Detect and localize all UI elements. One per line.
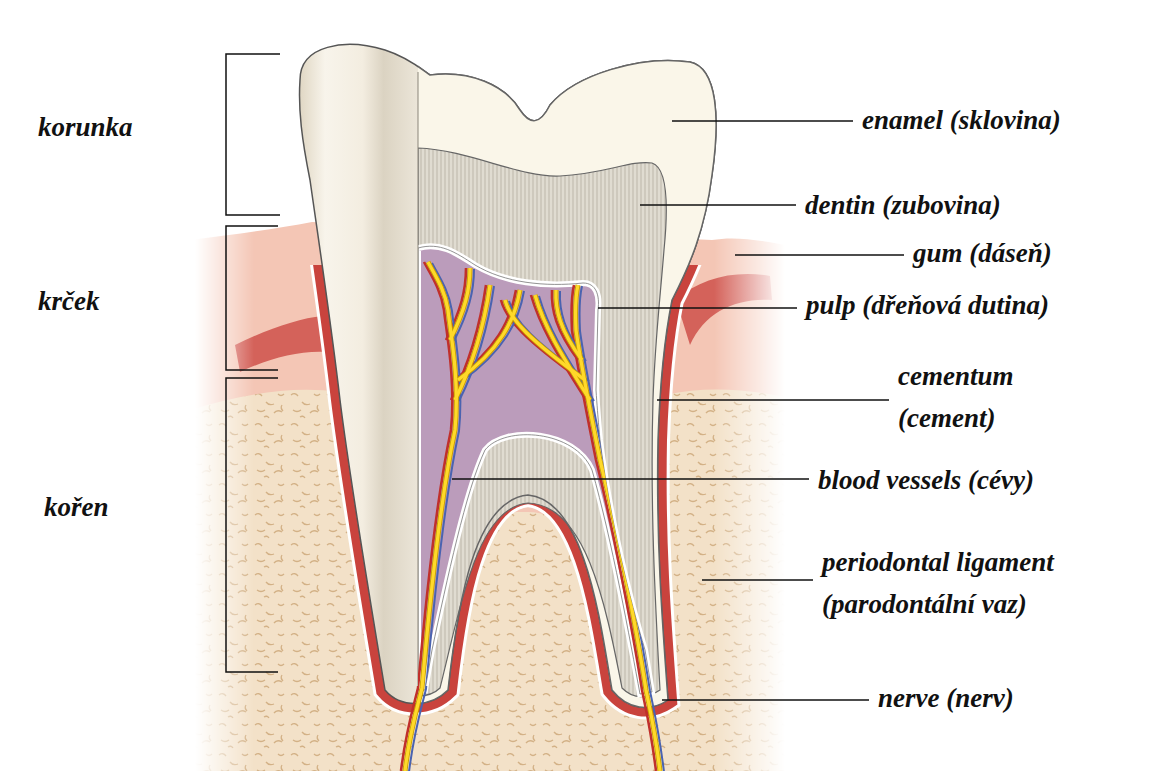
leader-line (702, 579, 813, 581)
part-label: cementum (cement) (898, 356, 1073, 440)
bracket (226, 54, 280, 215)
leader-line (598, 307, 797, 309)
leader-line (662, 699, 869, 701)
part-label: blood vessels (cévy) (818, 460, 1034, 502)
leader-line (657, 399, 889, 401)
leader-line (672, 120, 853, 122)
vessels-and-nerves (401, 262, 664, 771)
part-label: gum (dáseň) (913, 233, 1052, 275)
leader-line (735, 254, 904, 256)
bracket (226, 226, 278, 370)
part-label: dentin (zubovina) (805, 185, 1001, 227)
leader-line (640, 204, 796, 206)
cut-edge (418, 72, 419, 700)
tooth-body (299, 45, 716, 708)
nerve-edge (405, 262, 660, 771)
region-label: kořen (44, 487, 109, 529)
part-label: pulp (dřeňová dutina) (806, 285, 1049, 327)
part-label: nerve (nerv) (878, 678, 1014, 720)
brackets (226, 54, 280, 672)
part-label: enamel (sklovina) (862, 100, 1061, 142)
nerve-fibre (405, 262, 660, 771)
region-label: korunka (38, 107, 133, 149)
gum-band (235, 316, 328, 372)
bracket (226, 378, 278, 672)
part-label: periodontal ligament (parodontální vaz) (822, 542, 1144, 626)
leader-line (452, 478, 809, 480)
region-label: krček (38, 281, 99, 323)
